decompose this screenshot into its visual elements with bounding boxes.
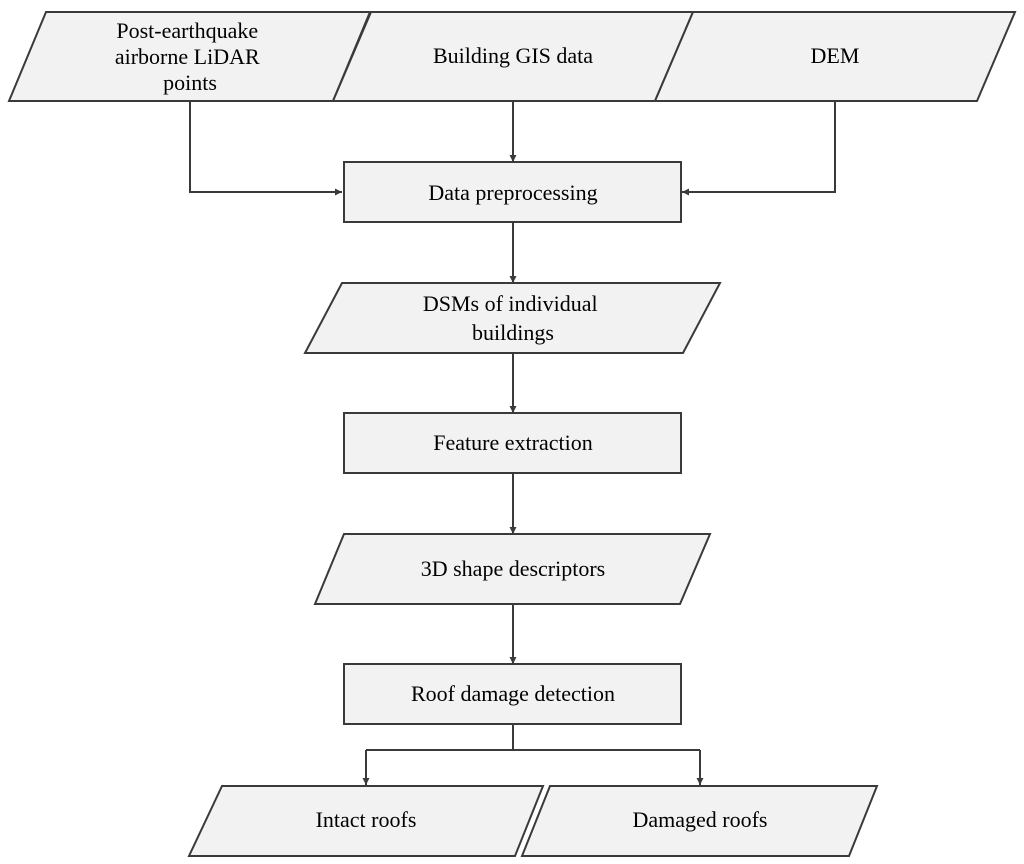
preprocessing-box bbox=[343, 161, 682, 223]
detection-box bbox=[343, 663, 682, 725]
gis-input-label: Building GIS data bbox=[433, 43, 593, 68]
damaged-roofs-shape bbox=[520, 785, 879, 857]
intact-roofs-shape bbox=[187, 785, 545, 857]
lidar-to-preprocessing-arrow bbox=[189, 101, 342, 196]
feature-extraction-box bbox=[343, 412, 682, 474]
preprocessing-label: Data preprocessing bbox=[428, 180, 597, 205]
descriptors-label: 3D shape descriptors bbox=[421, 556, 606, 581]
dsm-label: DSMs of individual buildings bbox=[423, 291, 603, 345]
dem-input-label: DEM bbox=[811, 43, 860, 68]
dem-input-shape bbox=[653, 11, 1017, 102]
damaged-roofs-label: Damaged roofs bbox=[632, 807, 767, 832]
lidar-input-label: Post-earthquake airborne LiDAR points bbox=[115, 18, 265, 95]
feature-extraction-label: Feature extraction bbox=[433, 430, 592, 455]
detection-label: Roof damage detection bbox=[411, 681, 615, 706]
detection-split-line bbox=[366, 724, 700, 751]
descriptors-shape bbox=[313, 533, 712, 605]
intact-roofs-label: Intact roofs bbox=[316, 807, 417, 832]
dsm-shape bbox=[303, 282, 722, 354]
dem-to-preprocessing-arrow bbox=[682, 101, 836, 196]
